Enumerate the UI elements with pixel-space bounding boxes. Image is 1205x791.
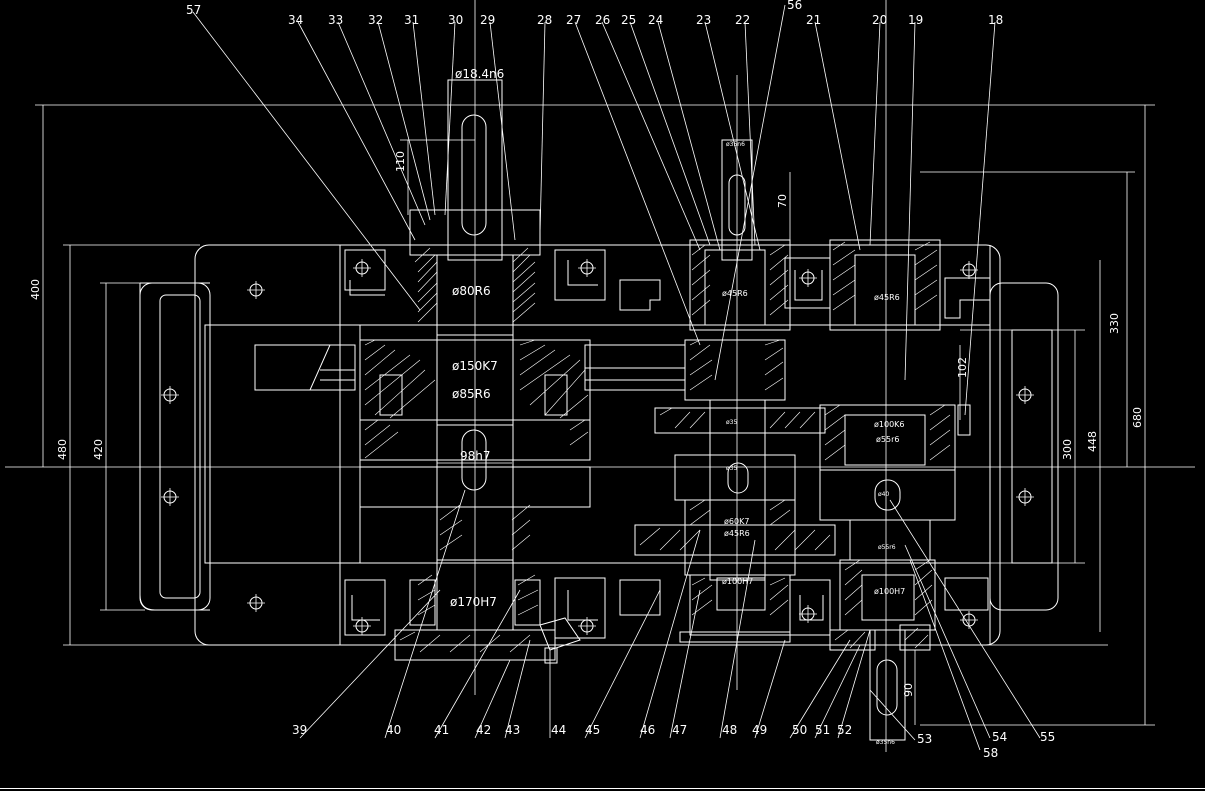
fit-label: ø55r6 [876,435,899,444]
leader-lines-top [192,4,996,416]
part-number: 47 [672,723,687,737]
part-number: 52 [837,723,852,737]
fit-label: ø80R6 [452,284,491,298]
fit-label: ø18.4n6 [455,67,504,81]
part-number: 43 [505,723,520,737]
dimension-value: 102 [956,357,969,378]
dimension-values: 110 70 400 480 420 330 102 680 300 448 9… [29,151,1144,697]
fit-label: ø45R6 [722,289,748,298]
dimension-value: 70 [776,194,789,208]
fit-label: ø150K7 [452,359,498,373]
fit-label: ø100K6 [874,420,905,429]
part-number: 41 [434,723,449,737]
fit-label: ø40 [878,491,889,498]
boss-pockets [344,249,991,639]
part-number: 29 [480,13,495,27]
dimension-value: 680 [1131,407,1144,428]
fit-label: ø170H7 [450,595,497,609]
fit-label: ø35n6 [726,141,745,148]
bolt-hole [161,386,179,404]
dimension-value: 400 [29,279,42,300]
part-number: 25 [621,13,636,27]
fit-label: ø100H7 [722,577,753,586]
housing-outline [139,244,1059,646]
part-number: 34 [288,13,303,27]
part-number: 22 [735,13,750,27]
dimension-value: 480 [56,439,69,460]
part-number: 49 [752,723,767,737]
part-number: 32 [368,13,383,27]
input-shaft-assembly [254,79,686,664]
dimension-value: 300 [1061,439,1074,460]
output-shaft-assembly [819,239,971,741]
middle-shaft-assembly [634,139,836,643]
fit-label: ø45R6 [874,293,900,302]
part-number: 58 [983,746,998,760]
part-number: 27 [566,13,581,27]
center-lines [5,0,1195,752]
dimension-value: 90 [902,683,915,697]
part-number: 33 [328,13,343,27]
bolt-hole [247,281,265,299]
bolt-hole [161,488,179,506]
part-number: 51 [815,723,830,737]
bolt-hole [960,261,978,279]
part-number: 31 [404,13,419,27]
fit-label: ø35 [726,465,737,472]
part-number: 26 [595,13,610,27]
dimension-value: 420 [92,439,105,460]
fit-label: ø35 [726,419,737,426]
fit-label: ø35n6 [876,739,895,746]
bolt-holes [161,259,1034,635]
part-number: 23 [696,13,711,27]
fit-label: ø55r6 [878,544,896,551]
bolt-hole [353,259,371,277]
dimension-value: 110 [394,151,407,172]
part-number: 56 [787,0,802,12]
part-number: 55 [1040,730,1055,744]
part-number: 24 [648,13,663,27]
leader-lines-bottom [299,489,1041,751]
part-number-labels: 57 34 33 32 31 30 29 28 27 26 25 24 23 2… [186,0,1055,760]
fit-label: ø45R6 [724,529,750,538]
dimension-lines [35,79,1155,726]
part-number: 45 [585,723,600,737]
bolt-hole [1016,488,1034,506]
part-number: 39 [292,723,307,737]
part-number: 20 [872,13,887,27]
bolt-hole [960,611,978,629]
part-number: 53 [917,732,932,746]
fit-annotations: ø18.4n6 ø80R6 ø150K7 ø85R6 98h7 ø170H7 ø… [450,67,905,746]
part-number: 48 [722,723,737,737]
bolt-hole [578,259,596,277]
part-number: 19 [908,13,923,27]
fit-label: ø100H7 [874,587,905,596]
dimension-value: 330 [1108,313,1121,334]
part-number: 18 [988,13,1003,27]
part-number: 42 [476,723,491,737]
fit-label: ø85R6 [452,387,491,401]
part-number: 28 [537,13,552,27]
part-number: 46 [640,723,655,737]
part-number: 54 [992,730,1007,744]
bottom-border-line [0,788,1205,789]
part-number: 57 [186,3,201,17]
bolt-hole [799,269,817,287]
fit-label: 98h7 [460,449,491,463]
part-number: 21 [806,13,821,27]
bolt-hole [1016,386,1034,404]
bolt-hole [247,594,265,612]
part-number: 44 [551,723,566,737]
part-number: 30 [448,13,463,27]
part-number: 50 [792,723,807,737]
dimension-value: 448 [1086,431,1099,452]
fit-label: ø60K7 [724,517,749,526]
part-number: 40 [386,723,401,737]
